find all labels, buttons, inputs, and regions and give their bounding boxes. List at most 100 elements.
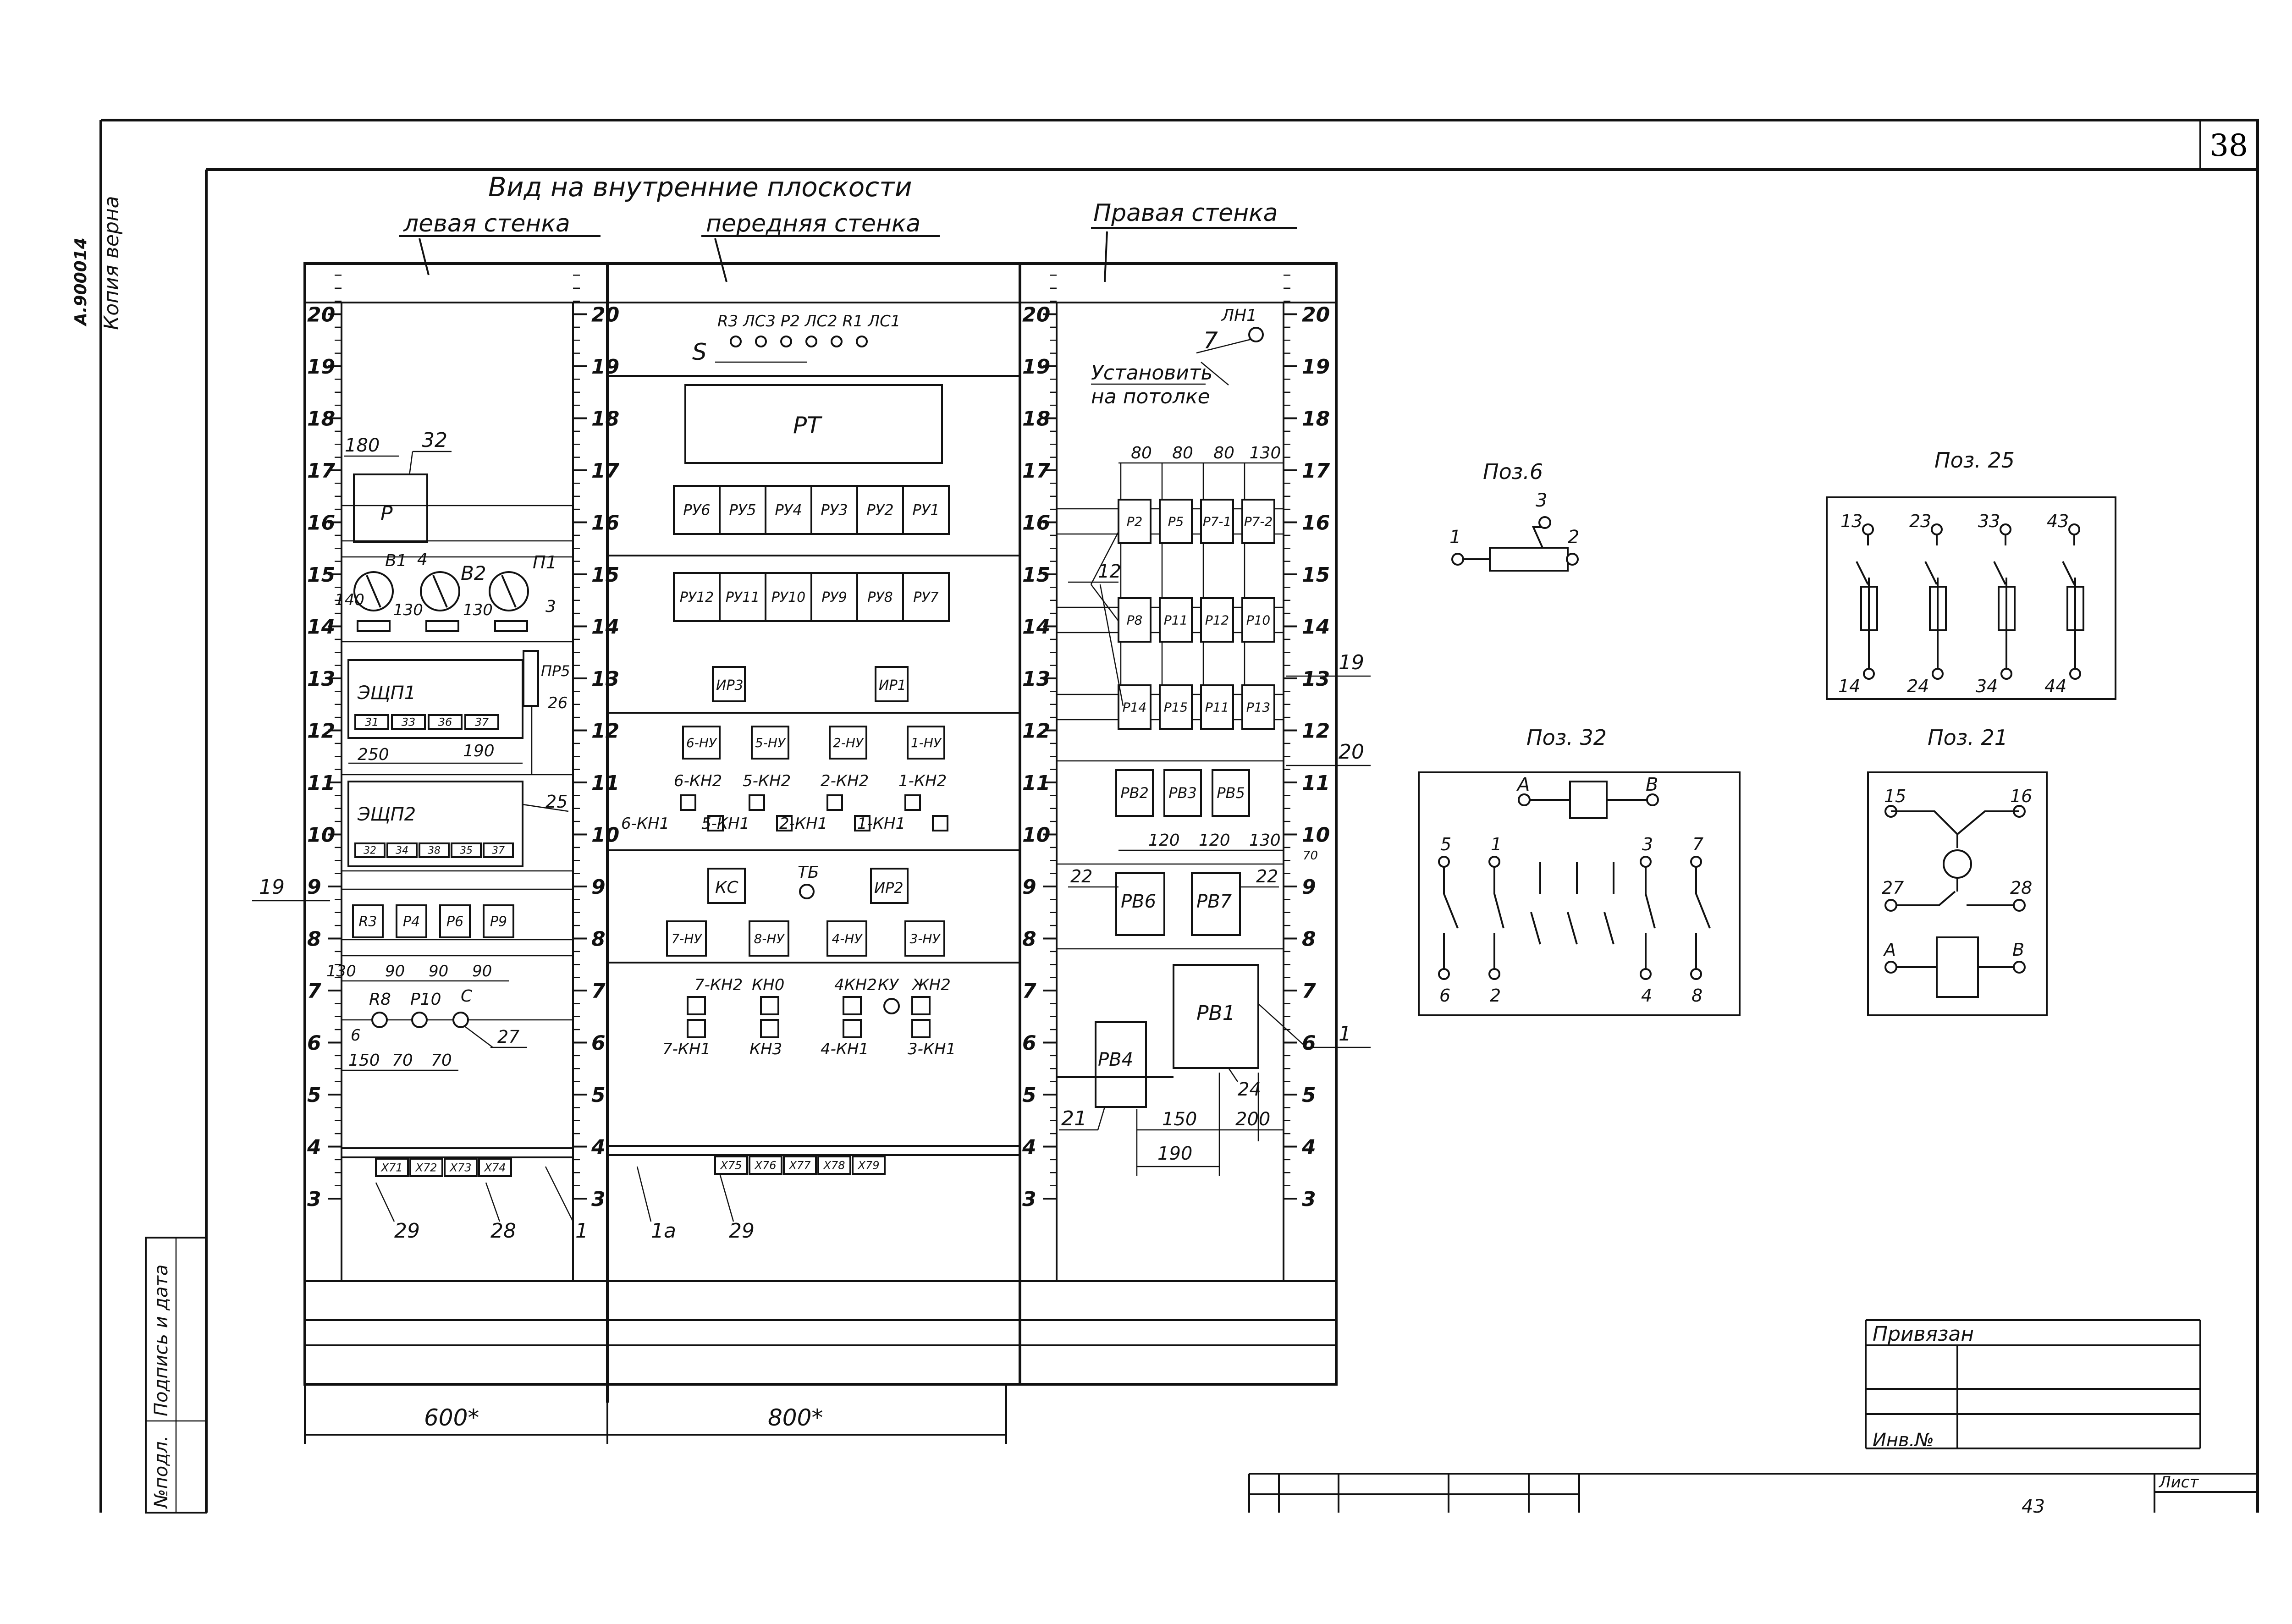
ruler-label-1-18: 18 [591, 407, 619, 431]
ru2-5-box [902, 572, 950, 622]
bot-bot-label-3: 3-КН1 [908, 1040, 956, 1058]
left-relay-P9-box [483, 904, 514, 938]
right-dim-top-3: 130 [1250, 444, 1281, 462]
left-terminal-X71-box [375, 1158, 409, 1177]
pos6-n2: 2 [1568, 527, 1579, 548]
pos32-top-1: 1 [1491, 834, 1502, 854]
sheet-label: Лист [2158, 1473, 2199, 1492]
ru2-3-box [810, 572, 858, 622]
side-strip: Подпись и дата №подл. [145, 1237, 207, 1514]
dim-3: 3 [545, 597, 556, 616]
relay-pb4 [1095, 1021, 1147, 1108]
ruler-label-1-9: 9 [591, 875, 606, 899]
front-terminal-X77-box [783, 1156, 817, 1175]
label-kc: КС [715, 878, 739, 897]
kn-box-2-box [829, 726, 867, 760]
lamp-tb [799, 884, 815, 899]
esh1-breaker-37-label: 37 [475, 716, 489, 728]
right-dim-top-1: 80 [1172, 444, 1193, 462]
right-row1-0-label: P2 [1127, 514, 1143, 529]
right-row2-1-label: P11 [1164, 612, 1188, 628]
pos21-15: 15 [1884, 786, 1906, 806]
left-relay-P4-label: P4 [403, 914, 420, 930]
pos32-a: A [1516, 774, 1530, 795]
ruler-label-3-17: 17 [1302, 459, 1330, 483]
copy-note: Копия верна [100, 196, 123, 330]
left-relay-P6-box [439, 904, 471, 938]
ruler-label-3-8: 8 [1302, 928, 1316, 951]
bot-top-label-3: КУ [878, 976, 899, 994]
label-20: 20 [1339, 740, 1364, 764]
relay-pb6 [1115, 872, 1165, 936]
right-row1-3-box [1241, 499, 1275, 544]
right-row1-3-label: P7-2 [1244, 514, 1273, 529]
relay-kc [707, 868, 746, 904]
pos32-b: B [1646, 774, 1658, 795]
right-pb-2-label: PB5 [1217, 784, 1245, 802]
esh2-breaker-38-label: 38 [428, 845, 441, 857]
ruler-label-2-4: 4 [1022, 1136, 1036, 1159]
pos32-bot-1: 2 [1490, 985, 1501, 1006]
kn-box-1-label: 5-НУ [755, 735, 786, 750]
label-p1: П1 [533, 552, 557, 573]
dim-150-right: 150 [1162, 1109, 1197, 1130]
left-terminal-X73-label: X73 [449, 1161, 472, 1174]
ruler-label-0-5: 5 [307, 1084, 321, 1107]
kn1-label-1: 5-КН1 [701, 815, 749, 833]
kn-box-0-box [682, 726, 721, 760]
esh2-breaker-32-label: 32 [364, 845, 376, 857]
ru1-4-box [856, 485, 904, 535]
socket-c [452, 1012, 469, 1028]
right-row2-3-box [1241, 597, 1275, 643]
esh2-breaker-38-box [419, 842, 450, 858]
panel-pt [684, 384, 943, 464]
label-28: 28 [490, 1219, 516, 1243]
label-ir3: ИР3 [716, 677, 744, 694]
dim-140: 140 [335, 591, 364, 609]
ruler-label-1-10: 10 [591, 824, 619, 847]
ruler-label-1-13: 13 [591, 667, 619, 691]
pos25-bot-3: 44 [2044, 676, 2066, 696]
dim-800: 800* [768, 1404, 823, 1431]
ruler-label-2-5: 5 [1022, 1084, 1036, 1107]
ruler-label-0-9: 9 [307, 875, 321, 899]
ru2-2-label: PУ10 [771, 589, 806, 606]
front-lamps [730, 336, 868, 347]
left-terminal-X72-label: X72 [415, 1161, 437, 1174]
dim-90c: 90 [472, 962, 492, 980]
pos21-a: A [1883, 940, 1896, 960]
bot-top-label-1: КН0 [752, 976, 784, 994]
pos21-27: 27 [1882, 878, 1904, 898]
label-pb1: PB1 [1196, 1002, 1235, 1025]
ruler-label-0-8: 8 [307, 928, 321, 951]
pos21-title: Поз. 21 [1928, 725, 2008, 750]
left-relay-R3-label: R3 [359, 914, 377, 930]
right-dim-mid-0: 120 [1148, 831, 1180, 850]
right-row3-3-label: P13 [1246, 699, 1271, 715]
esh2-breaker-34-label: 34 [396, 845, 408, 857]
label-19-right: 19 [1339, 651, 1364, 674]
label-b2: B2 [461, 562, 486, 584]
right-row2-1-box [1159, 597, 1193, 643]
side-notes: А.900014 Копия верна [72, 196, 123, 330]
relay-ir2 [870, 868, 909, 904]
label-b4: 4 [417, 550, 428, 569]
front-terminal-X79-box [852, 1156, 886, 1175]
right-dim-mid-1: 120 [1199, 831, 1230, 850]
detail-pos6: Поз.6 1 2 3 [1449, 459, 1579, 572]
lamp-ku [883, 998, 900, 1014]
nu-box-0-label: 7-НУ [671, 931, 702, 946]
right-row3-0-box [1118, 684, 1152, 730]
label-ir2: ИР2 [874, 879, 904, 897]
front-terminal-X79-label: X79 [857, 1159, 880, 1172]
ruler-label-1-20: 20 [591, 303, 619, 327]
label-pb4: PB4 [1098, 1049, 1133, 1070]
left-relay-R3-box [352, 904, 384, 938]
dim-70b: 70 [431, 1051, 452, 1070]
ruler-label-0-7: 7 [307, 980, 321, 1003]
ru2-1-label: PУ11 [726, 589, 760, 606]
bottom-dimensions: 600* 800* [304, 1384, 1007, 1444]
ru1-0-box [673, 485, 721, 535]
side-strip-sign: Подпись и дата [151, 1265, 172, 1416]
